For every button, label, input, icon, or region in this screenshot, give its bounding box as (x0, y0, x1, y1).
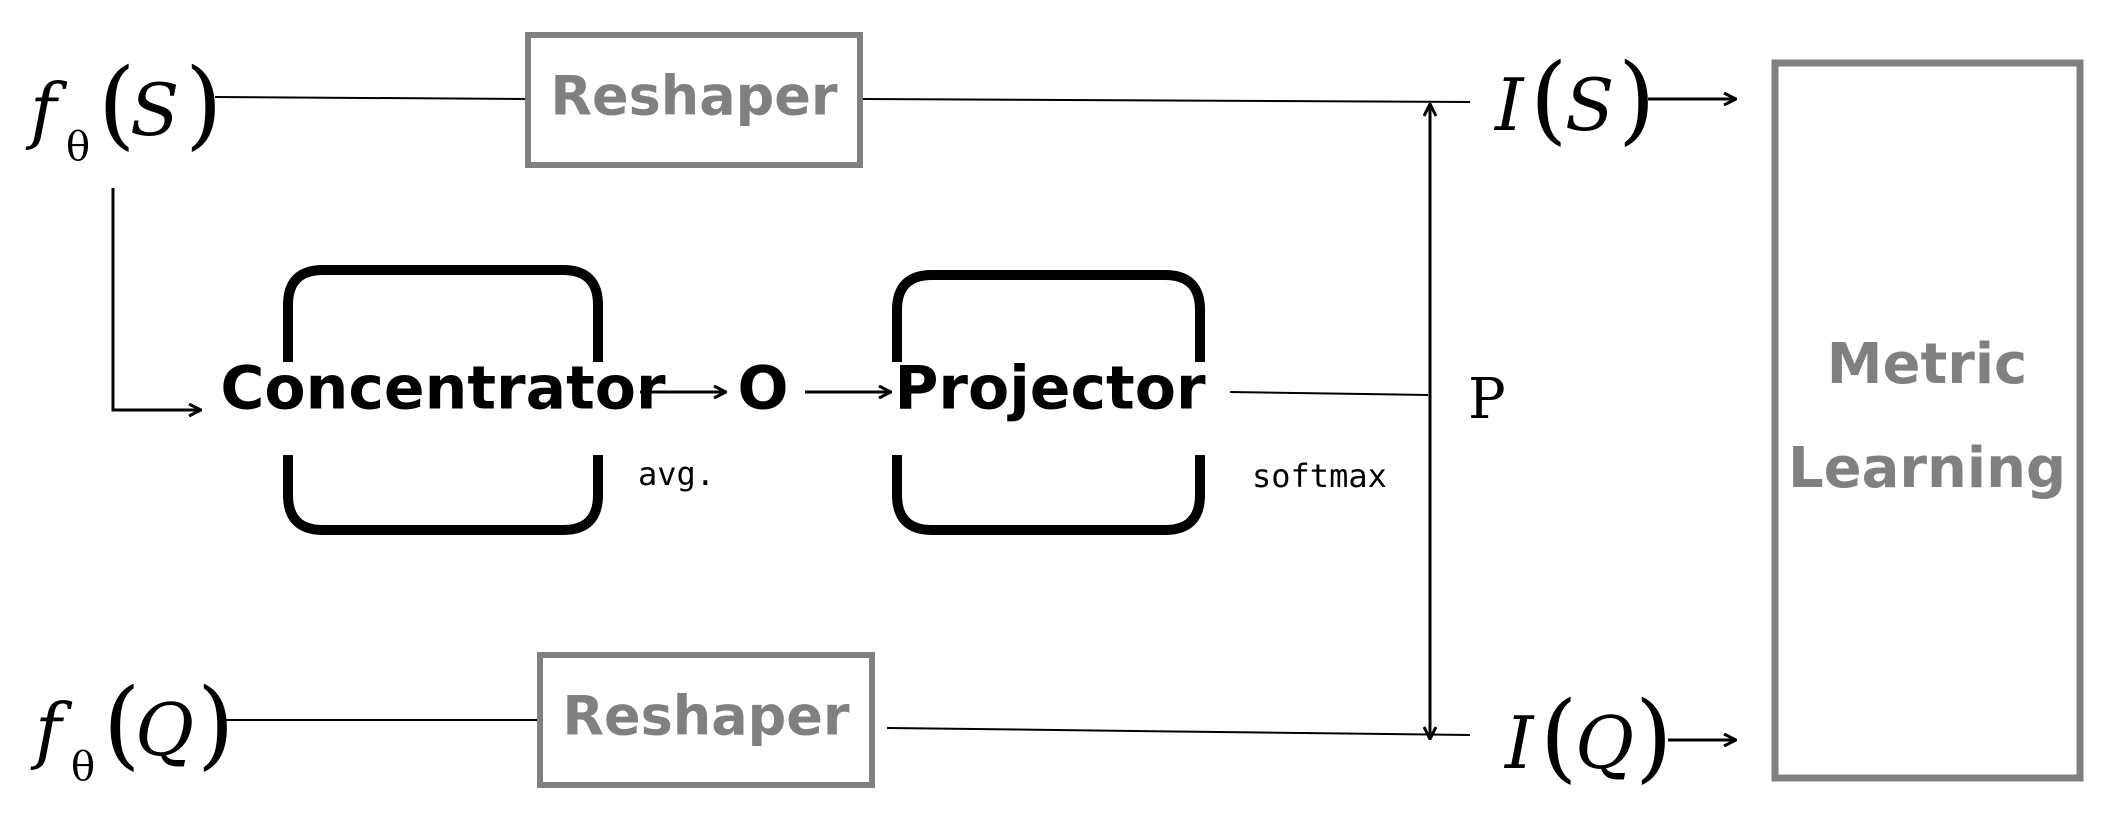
output-support-arg: S (1565, 63, 1614, 147)
input-support-func: f (25, 68, 68, 152)
output-query-arg: Q (1575, 701, 1634, 785)
output-query-label: I ( Q ) (1503, 681, 1672, 793)
p-label: P (1468, 367, 1506, 432)
output-query-func: I (1503, 701, 1535, 785)
input-query-sub: θ (71, 744, 95, 790)
metric-learning-box (1771, 59, 2084, 782)
reshaper-top-label: Reshaper (550, 65, 838, 128)
softmax-label: softmax (1252, 457, 1387, 495)
reshaper-to-output-support-line (861, 98, 1471, 103)
metric-learning-label-line1: Metric (1827, 332, 2027, 397)
projector-to-p-line (1229, 391, 1429, 396)
support-to-reshaper-line (214, 96, 529, 100)
svg-text:(: ( (103, 668, 140, 780)
o-label: O (737, 354, 788, 424)
output-support-func: I (1493, 63, 1525, 147)
reshaper-top-box (525, 32, 863, 168)
projector-box-top (892, 270, 1205, 362)
concentrator-box-top (283, 265, 603, 362)
output-support-label: I ( S ) (1493, 43, 1655, 155)
input-support-label: f θ ( S ) (25, 48, 222, 170)
projector-box-bottom (892, 455, 1205, 535)
input-query-label: f θ ( Q ) (30, 668, 234, 790)
reshaper-bottom-label: Reshaper (562, 685, 850, 748)
concentrator-label: Concentrator (220, 354, 666, 424)
input-support-sub: θ (66, 124, 90, 170)
concentrator-box-bottom (283, 455, 603, 535)
input-support-arg: S (130, 68, 179, 152)
svg-text:): ) (1635, 681, 1672, 793)
avg-label: avg. (638, 455, 715, 493)
reshaper-to-output-query-line (886, 727, 1471, 736)
projector-label: Projector (894, 354, 1206, 424)
svg-text:): ) (185, 48, 222, 160)
support-to-concentrator-arrow (111, 188, 200, 410)
input-query-arg: Q (135, 688, 194, 772)
svg-text:(: ( (1530, 43, 1567, 155)
svg-text:(: ( (1540, 681, 1577, 793)
svg-text:(: ( (98, 48, 135, 160)
metric-learning-label-line2: Learning (1788, 436, 2066, 501)
reshaper-bottom-box (537, 652, 875, 788)
svg-text:): ) (197, 668, 234, 780)
input-query-func: f (30, 688, 73, 772)
